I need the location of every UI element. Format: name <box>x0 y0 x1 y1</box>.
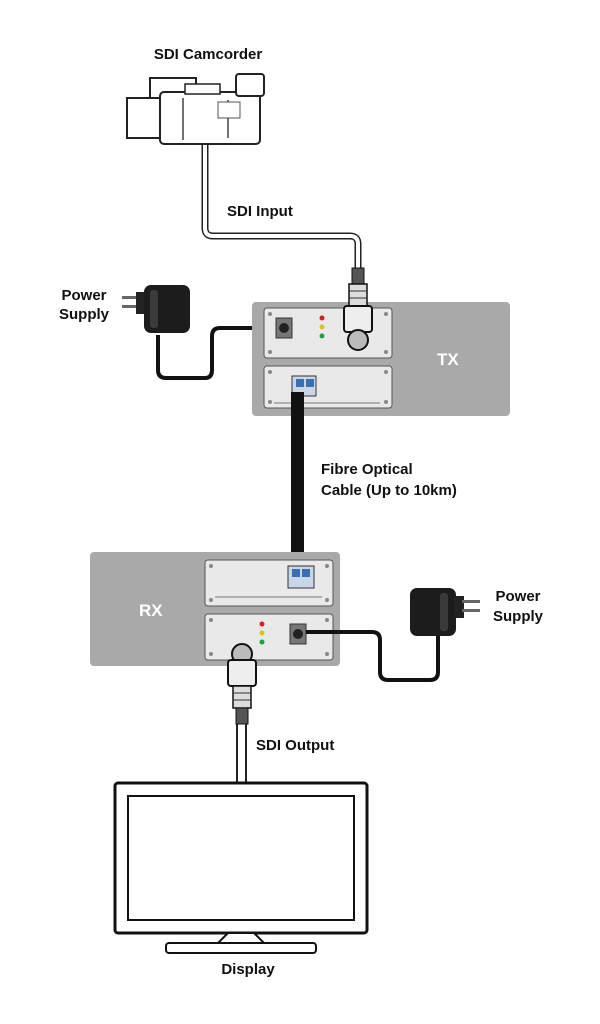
tx-power-adapter <box>122 285 190 333</box>
rx-bnc-connector <box>227 643 257 725</box>
tx-unit <box>252 302 510 416</box>
tx-power-supply-label-line1: Power <box>61 287 107 304</box>
fibre-optical-cable <box>283 392 311 574</box>
fibre-label-line1: Fibre Optical <box>321 461 413 478</box>
tx-bnc-connector <box>343 267 373 351</box>
rx-power-supply-label-line2: Supply <box>492 608 543 625</box>
rx-unit-name: RX <box>139 601 163 620</box>
display-label: Display <box>221 961 275 978</box>
rx-power-cable <box>306 630 440 682</box>
sdi-camcorder <box>126 73 265 145</box>
display-monitor <box>113 781 369 954</box>
sdi-input-label: SDI Input <box>227 203 293 220</box>
fibre-label-line2: Cable (Up to 10km) <box>321 482 457 499</box>
rx-power-adapter <box>410 588 480 636</box>
tx-unit-name: TX <box>437 350 459 369</box>
rx-unit <box>90 552 340 666</box>
camcorder-label: SDI Camcorder <box>153 46 263 63</box>
sdi-input-cable <box>201 140 362 270</box>
tx-power-cable <box>156 326 266 380</box>
sdi-output-label: SDI Output <box>256 737 335 754</box>
rx-power-supply-label-line1: Power <box>495 588 541 605</box>
tx-power-supply-label-line2: Supply <box>58 306 109 323</box>
